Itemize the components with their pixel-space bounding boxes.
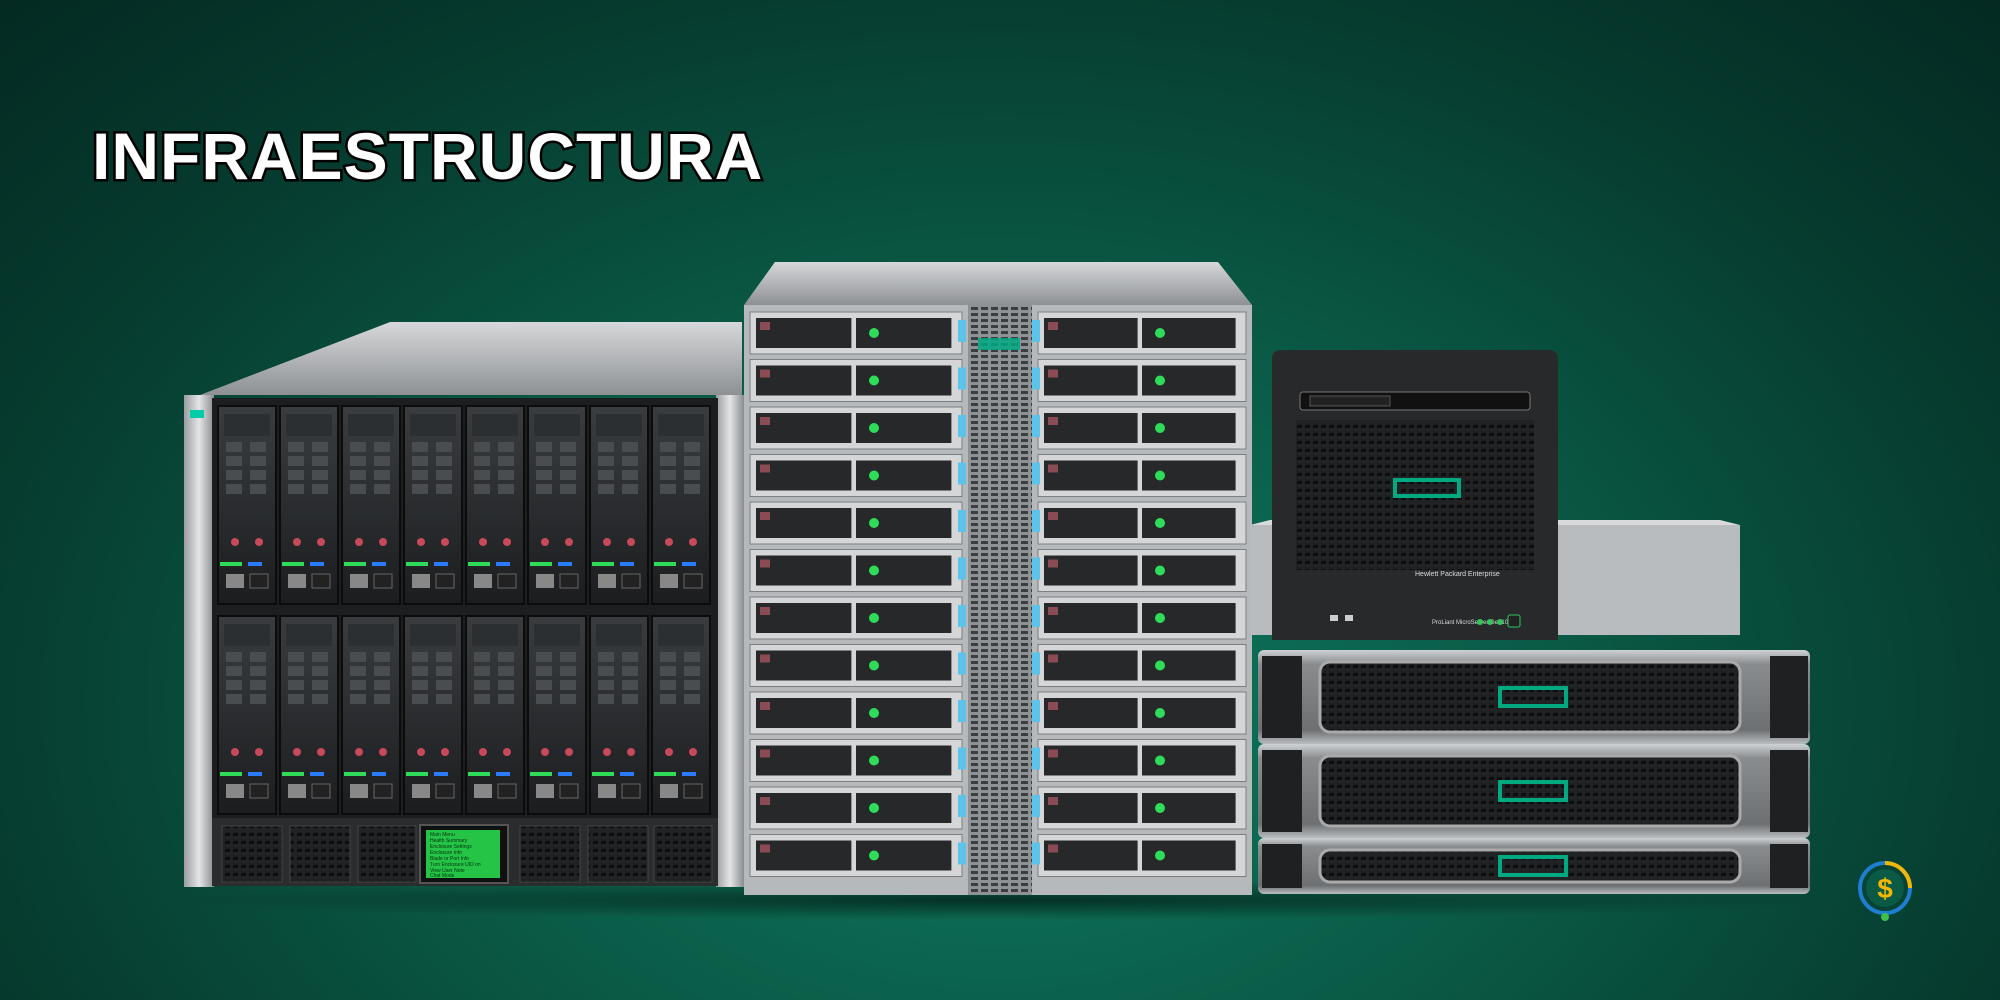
- fan-bay: [587, 825, 649, 883]
- blade-server: [527, 615, 587, 815]
- node-port: [958, 747, 1040, 770]
- server-node: [1037, 834, 1247, 877]
- fan-bay: [653, 825, 713, 883]
- blade-server: [651, 615, 711, 815]
- server-node: [749, 501, 963, 545]
- server-node: [1037, 596, 1247, 640]
- fan-bay: [357, 825, 417, 883]
- svg-text:Turn Enclosure UID on: Turn Enclosure UID on: [430, 862, 481, 868]
- fan-bay: [519, 825, 581, 883]
- blade-server: [589, 405, 649, 605]
- node-port: [958, 320, 1040, 342]
- svg-text:Enclosure Info: Enclosure Info: [430, 850, 462, 856]
- rack-server: [1258, 744, 1810, 838]
- node-port: [958, 510, 1040, 532]
- server-node: [1037, 501, 1247, 545]
- fan-bay: [289, 825, 351, 883]
- blade-server: [279, 405, 339, 605]
- blade-server: [341, 615, 401, 815]
- page-title: INFRAESTRUCTURA: [89, 117, 764, 196]
- blade-server: [217, 615, 277, 815]
- node-port: [958, 557, 1040, 580]
- server-node: [1037, 786, 1247, 830]
- node-port: [958, 700, 1040, 722]
- server-node: [749, 834, 963, 877]
- server-node: [749, 596, 963, 640]
- server-node: [749, 691, 963, 735]
- server-node: [1037, 311, 1247, 355]
- blade-server: [403, 405, 463, 605]
- node-port: [958, 415, 1040, 437]
- rack-servers: [1258, 650, 1810, 894]
- server-node: [749, 311, 963, 355]
- blade-server: [279, 615, 339, 815]
- server-node: [1037, 406, 1247, 450]
- server-node: [749, 644, 963, 687]
- server-node: [749, 786, 963, 830]
- node-port: [958, 795, 1040, 817]
- svg-text:Blade or Port Info: Blade or Port Info: [430, 856, 469, 862]
- server-node: [1037, 739, 1247, 782]
- server-node: [1037, 549, 1247, 592]
- node-port: [958, 842, 1040, 865]
- svg-text:Main Menu: Main Menu: [430, 832, 455, 838]
- server-node: [749, 406, 963, 450]
- node-port: [958, 652, 1040, 675]
- svg-text:View User Note: View User Note: [430, 868, 465, 874]
- fan-bay: [221, 825, 283, 883]
- server-node: [749, 454, 963, 497]
- blade-server: [465, 615, 525, 815]
- blade-server: [589, 615, 649, 815]
- blade-server: [341, 405, 401, 605]
- blade-server: [465, 405, 525, 605]
- blade-server: [217, 405, 277, 605]
- svg-text:Chat Mode: Chat Mode: [430, 873, 455, 879]
- server-node: [1037, 359, 1247, 402]
- dollar-logo-icon: $: [1858, 861, 1912, 921]
- rack-server: [1258, 650, 1810, 744]
- server-node: [1037, 454, 1247, 497]
- microserver-brand: Hewlett Packard Enterprise: [1415, 571, 1500, 578]
- server-node: [749, 549, 963, 592]
- server-node: [1037, 691, 1247, 735]
- svg-text:$: $: [1877, 873, 1893, 904]
- rack-server: [1258, 838, 1810, 894]
- server-node: [749, 359, 963, 402]
- svg-text:Health Summary: Health Summary: [430, 838, 468, 844]
- blade-server: [651, 405, 711, 605]
- high-density-chassis: [744, 262, 1252, 895]
- node-port: [958, 462, 1040, 485]
- server-node: [1037, 644, 1247, 687]
- lcd-menu-text: Main Menu Health Summary Enclosure Setti…: [430, 832, 481, 879]
- blade-server: [527, 405, 587, 605]
- blade-server: [403, 615, 463, 815]
- microserver-tower: Hewlett Packard Enterprise ProLiant Micr…: [1250, 350, 1740, 640]
- svg-text:Enclosure Settings: Enclosure Settings: [430, 844, 472, 850]
- server-node: [749, 739, 963, 782]
- node-port: [958, 605, 1040, 627]
- microserver-model: ProLiant MicroServer Gen10: [1432, 620, 1509, 626]
- node-port: [958, 367, 1040, 390]
- blade-enclosure: Main Menu Health Summary Enclosure Setti…: [184, 322, 744, 887]
